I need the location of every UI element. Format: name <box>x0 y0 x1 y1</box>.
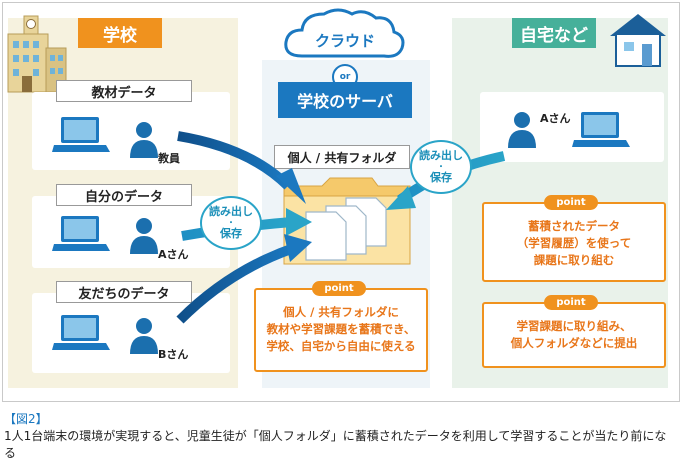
person-icon <box>508 112 536 148</box>
school-building-icon <box>7 15 67 93</box>
read-save-bubble-home: 読み出し ・ 保存 <box>410 140 472 194</box>
person-label: 教員 <box>158 152 180 165</box>
home-title: 自宅など <box>512 18 596 48</box>
folder-label: 個人 / 共有フォルダ <box>274 145 410 169</box>
bubble-line1: 読み出し <box>209 205 253 218</box>
home-point-text-1: 蓄積されたデータ （学習履歴）を使って 課題に取り組む <box>516 219 632 267</box>
laptop-icon <box>572 112 630 147</box>
cloud-point-text: 個人 / 共有フォルダに 教材や学習課題を蓄積でき、 学校、自宅から自由に使える <box>266 305 416 353</box>
person-label: Bさん <box>158 348 189 361</box>
documents-icon <box>305 197 387 261</box>
data-flow-arrows <box>176 131 506 324</box>
house-icon <box>610 14 666 67</box>
bubble-line2: 保存 <box>430 171 452 184</box>
point-tag: point <box>312 281 366 296</box>
school-server-label: 学校のサーバ <box>278 82 412 118</box>
person-icon <box>130 318 158 354</box>
laptop-icon <box>52 315 110 350</box>
bubble-dot: ・ <box>227 218 235 227</box>
card-title: 教材データ <box>56 80 192 102</box>
person-label: Aさん <box>540 112 571 125</box>
arrowhead <box>284 234 312 262</box>
arrowhead <box>276 168 306 204</box>
point-tag: point <box>544 295 598 310</box>
arrowhead <box>386 186 416 210</box>
arrow-teacher-to-folder <box>177 131 292 190</box>
school-title: 学校 <box>78 18 162 48</box>
home-point-box-1 <box>482 202 666 282</box>
person-icon <box>130 122 158 158</box>
bubble-dot: ・ <box>437 162 445 171</box>
cloud-icon <box>284 8 405 58</box>
figure-caption: 1人1台端末の環境が実現すると、児童生徒が「個人フォルダ」に蓄積されたデータを利… <box>4 429 667 460</box>
home-point-text-2: 学習課題に取り組み、 個人フォルダなどに提出 <box>510 319 638 350</box>
arrowhead <box>286 208 312 236</box>
arrow-friend-data-to-folder <box>176 243 296 324</box>
home-user-card <box>480 92 664 162</box>
cloud-label: クラウド <box>314 32 375 50</box>
person-label: Aさん <box>158 248 189 261</box>
home-point-box-2 <box>482 302 666 368</box>
laptop-icon <box>52 117 110 152</box>
read-save-bubble-school: 読み出し ・ 保存 <box>200 196 262 250</box>
person-icon <box>130 218 158 254</box>
figure-number: 【図2】 <box>4 412 48 426</box>
card-title: 自分のデータ <box>56 184 192 206</box>
point-tag: point <box>544 195 598 210</box>
bubble-line1: 読み出し <box>419 149 463 162</box>
bubble-line2: 保存 <box>220 227 242 240</box>
card-title: 友だちのデータ <box>56 281 192 303</box>
laptop-icon <box>52 216 110 251</box>
